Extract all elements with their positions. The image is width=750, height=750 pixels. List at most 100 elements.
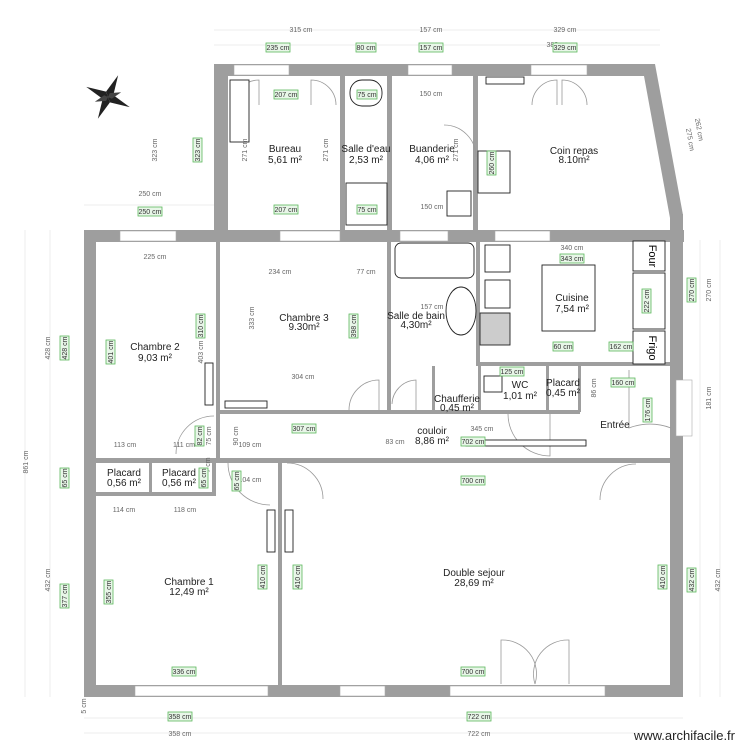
- room-name: Cuisine: [555, 293, 589, 304]
- dimension-label: 118 cm: [174, 507, 197, 514]
- dimension-value: 160 cm: [612, 380, 635, 387]
- dimension-value: 410 cm: [295, 565, 302, 588]
- green-dim: 65 cm: [198, 467, 209, 489]
- green-dim: 377 cm: [59, 583, 70, 609]
- room-area: 8.10m²: [558, 155, 590, 166]
- green-dim: 336 cm: [171, 666, 197, 677]
- room-name: Chaufferie: [434, 394, 480, 405]
- dimension-box: [167, 711, 193, 722]
- green-dim: 176 cm: [642, 397, 653, 423]
- dimension-value: 410 cm: [660, 565, 667, 588]
- dimension-label: 271 cm: [242, 138, 249, 161]
- dimension-box: [641, 288, 652, 314]
- dimension-value: 65 cm: [62, 468, 69, 487]
- green-dim: 222 cm: [641, 288, 652, 314]
- dimension-value: 80 cm: [356, 45, 375, 52]
- dimension-label: 333 cm: [249, 306, 256, 329]
- dimension-box: [642, 397, 653, 423]
- green-dim: 235 cm: [265, 42, 291, 53]
- dimension-label: 5 cm: [81, 698, 88, 713]
- dimension-box: [552, 42, 578, 53]
- dimension-label: 722 cm: [468, 731, 491, 738]
- dimension-box: [356, 204, 378, 215]
- room-area: 8,86 m²: [415, 436, 450, 447]
- dimension-value: 75 cm: [357, 92, 376, 99]
- dimension-label: 90 cm: [233, 426, 240, 445]
- dimension-value: 75 cm: [357, 207, 376, 214]
- dimension-value: 432 cm: [689, 568, 696, 591]
- dimension-box: [265, 42, 291, 53]
- dimension-box: [608, 341, 634, 352]
- room-name: Placard: [162, 468, 196, 479]
- shower: [345, 182, 388, 226]
- green-dim: 157 cm: [418, 42, 444, 53]
- room-name: Entrée: [600, 420, 630, 431]
- dimension-label: 432 cm: [45, 568, 52, 591]
- dimension-label: 432 cm: [715, 568, 722, 591]
- room-area: 0,56 m²: [107, 478, 142, 489]
- room-name: Chambre 3: [279, 313, 329, 324]
- brand-watermark[interactable]: www.archifacile.fr: [633, 728, 736, 743]
- green-dim: 207 cm: [273, 204, 299, 215]
- green-dim: 125 cm: [499, 366, 525, 377]
- green-dim: 323 cm: [192, 137, 203, 163]
- radiator: [204, 362, 214, 406]
- dimension-box: [273, 89, 299, 100]
- dimension-box: [460, 666, 486, 677]
- dimension-value: 702 cm: [462, 439, 485, 446]
- room-name: Placard: [107, 468, 141, 479]
- dimension-box: [105, 339, 116, 365]
- room-area: 12,49 m²: [169, 587, 209, 598]
- dimension-box: [273, 204, 299, 215]
- dimension-value: 157 cm: [420, 45, 443, 52]
- dimension-box: [192, 137, 203, 163]
- green-dim: 410 cm: [257, 564, 268, 590]
- dimension-value: 207 cm: [275, 207, 298, 214]
- dimension-label: 861 cm: [23, 450, 30, 473]
- dimension-box: [466, 711, 492, 722]
- green-dim: 75 cm: [356, 89, 378, 100]
- dimension-label: 358 cm: [169, 731, 192, 738]
- dimension-label: 428 cm: [45, 336, 52, 359]
- green-dim: 310 cm: [195, 313, 206, 339]
- dimension-label: 304 cm: [292, 374, 315, 381]
- dimension-value: 323 cm: [195, 138, 202, 161]
- green-dim: 343 cm: [559, 253, 585, 264]
- green-dim: 702 cm: [460, 436, 486, 447]
- green-dim: 401 cm: [105, 339, 116, 365]
- green-dim: 270 cm: [686, 277, 697, 303]
- bathtub: [394, 242, 475, 279]
- green-dim: 307 cm: [291, 423, 317, 434]
- dimension-label: 7 cm: [205, 457, 212, 472]
- green-dim: 260 cm: [486, 150, 497, 176]
- dimension-box: [356, 89, 378, 100]
- dimension-box: [657, 564, 668, 590]
- green-dim: 398 cm: [348, 313, 359, 339]
- compass-icon: [86, 75, 130, 119]
- green-dim: 160 cm: [610, 377, 636, 388]
- dimension-value: 60 cm: [553, 344, 572, 351]
- radiator: [284, 509, 294, 553]
- dimension-label: 275 cm: [684, 128, 695, 152]
- dimension-box: [59, 335, 70, 361]
- green-dim: 65 cm: [59, 467, 70, 489]
- dimension-box: [103, 579, 114, 605]
- dimension-label: 262 cm: [693, 118, 704, 142]
- dimension-label: 323 cm: [152, 138, 159, 161]
- dimension-box: [171, 666, 197, 677]
- radiator: [485, 76, 525, 85]
- dimension-value: 270 cm: [689, 278, 696, 301]
- green-dim: 700 cm: [460, 475, 486, 486]
- room-name: couloir: [417, 426, 447, 437]
- room-name: Salle de bain: [387, 311, 445, 322]
- dimension-box: [59, 467, 70, 489]
- dimension-labels: 315 cm 157 cm 329 cm 383 cm 250 cm 323 c…: [23, 27, 722, 738]
- dimension-box: [499, 366, 525, 377]
- washing-machine: [446, 190, 472, 217]
- dimension-box: [195, 313, 206, 339]
- oven: [632, 240, 666, 272]
- dimension-value: 250 cm: [139, 209, 162, 216]
- dimension-value: 355 cm: [106, 580, 113, 603]
- measured-dimension-labels: 235 cm 80 cm 157 cm 329 cm 207 cm 207 cm…: [59, 42, 697, 722]
